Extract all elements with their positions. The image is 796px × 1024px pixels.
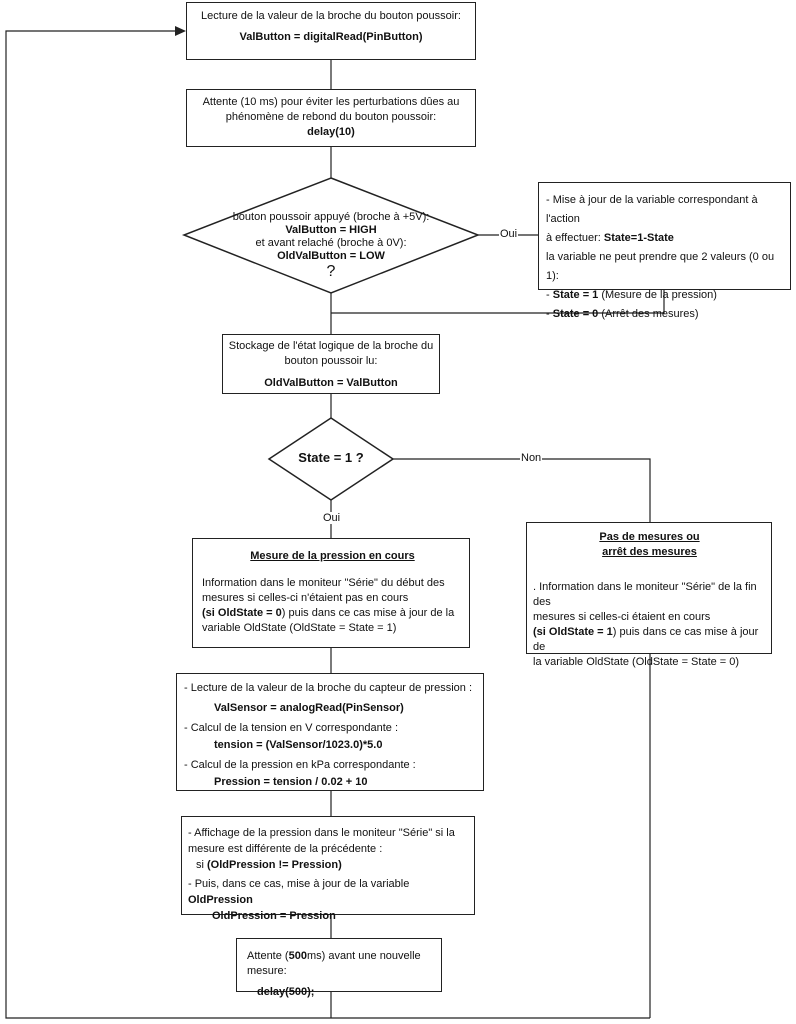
delay-code: delay(500);: [257, 986, 315, 998]
state-update-box: - Mise à jour de la variable corresponda…: [538, 182, 791, 320]
debounce-line-1: Attente (10 ms) pour éviter les perturba…: [202, 96, 460, 108]
state-update-line-2: à effectuer: State=1-State: [546, 232, 674, 244]
state-update-line-1: - Mise à jour de la variable corresponda…: [546, 194, 758, 225]
debounce-wait-box: Attente (10 ms) pour éviter les perturba…: [186, 89, 476, 147]
delay-line-1: Attente (500ms) avant une nouvelle mesur…: [247, 950, 421, 977]
measure-stop-line-2: mesures si celles-ci étaient en cours: [533, 611, 711, 623]
measure-start-box: Mesure de la pression en cours Informati…: [192, 538, 470, 648]
measure-start-line-3: (si OldState = 0) puis dans ce cas mise …: [202, 607, 455, 619]
decision-button-line-3: et avant relaché (broche à 0V):: [255, 237, 407, 249]
state-update-line-4: - State = 1 (Mesure de la pression): [546, 289, 717, 301]
non-label: Non: [520, 452, 543, 464]
display-pressure-line-4: - Puis, dans ce cas, mise à jour de la v…: [188, 878, 410, 906]
display-pressure-code: OldPression = Pression: [212, 910, 336, 922]
measure-start-title: Mesure de la pression en cours: [250, 550, 415, 562]
measure-stop-title-1: Pas de mesures ou: [599, 531, 700, 543]
debounce-code: delay(10): [307, 126, 355, 138]
sensor-read-line-1: - Lecture de la valeur de la broche du c…: [184, 682, 473, 694]
measure-stop-box: Pas de mesures ou arrêt des mesures . In…: [526, 522, 772, 668]
display-pressure-line-3: si (OldPression != Pression): [196, 859, 342, 871]
measure-stop-line-1: . Information dans le moniteur "Série" d…: [533, 581, 757, 608]
state-update-line-5: - State = 0 (Arrêt des mesures): [546, 308, 699, 320]
sensor-read-line-3: - Calcul de la pression en kPa correspon…: [184, 759, 416, 771]
store-state-line-1: Stockage de l'état logique de la broche …: [228, 340, 434, 352]
measure-stop-line-4: la variable OldState (OldState = State =…: [533, 656, 740, 668]
display-pressure-box: - Affichage de la pression dans le monit…: [181, 816, 475, 922]
read-button-box: Lecture de la valeur de la broche du bou…: [186, 2, 476, 60]
measure-start-line-4: variable OldState (OldState = State = 1): [202, 622, 397, 634]
decision-button-question: ?: [326, 263, 336, 280]
decision-state-text: State = 1 ?: [298, 450, 364, 465]
debounce-line-2: phénomène de rebond du bouton poussoir:: [225, 111, 437, 123]
read-button-code: ValButton = digitalRead(PinButton): [239, 31, 423, 43]
decision-diamond-button: [181, 177, 481, 294]
decision-button-text: bouton poussoir appuyé (broche à +5V): V…: [200, 211, 462, 281]
state-update-line-3: la variable ne peut prendre que 2 valeur…: [546, 251, 775, 282]
display-pressure-line-1: - Affichage de la pression dans le monit…: [188, 827, 455, 839]
decision-button-line-2: ValButton = HIGH: [285, 224, 377, 236]
read-button-label: Lecture de la valeur de la broche du bou…: [201, 10, 461, 22]
decision-button-line-1: bouton poussoir appuyé (broche à +5V):: [232, 211, 430, 223]
measure-stop-title-2: arrêt des mesures: [602, 546, 697, 558]
sensor-read-box: - Lecture de la valeur de la broche du c…: [176, 673, 484, 791]
oui-label-2: Oui: [322, 512, 342, 524]
oui-label-1: Oui: [499, 228, 519, 240]
store-state-line-2: bouton poussoir lu:: [284, 355, 378, 367]
store-state-box: Stockage de l'état logique de la broche …: [222, 334, 440, 394]
display-pressure-line-2: mesure est différente de la précédente :: [188, 843, 383, 855]
sensor-read-code-3: Pression = tension / 0.02 + 10: [214, 776, 368, 788]
sensor-read-line-2: - Calcul de la tension en V correspondan…: [184, 722, 399, 734]
measure-start-line-1: Information dans le moniteur "Série" du …: [202, 577, 445, 589]
measure-start-line-2: mesures si celles-ci n'étaient pas en co…: [202, 592, 409, 604]
measure-stop-line-3: (si OldState = 1) puis dans ce cas mise …: [533, 626, 759, 653]
sensor-read-code-1: ValSensor = analogRead(PinSensor): [214, 702, 404, 714]
delay-box: Attente (500ms) avant une nouvelle mesur…: [236, 938, 442, 998]
decision-diamond-state: [267, 417, 395, 501]
sensor-read-code-2: tension = (ValSensor/1023.0)*5.0: [214, 739, 383, 751]
store-state-code: OldValButton = ValButton: [264, 377, 398, 389]
decision-button-line-4: OldValButton = LOW: [277, 250, 385, 262]
